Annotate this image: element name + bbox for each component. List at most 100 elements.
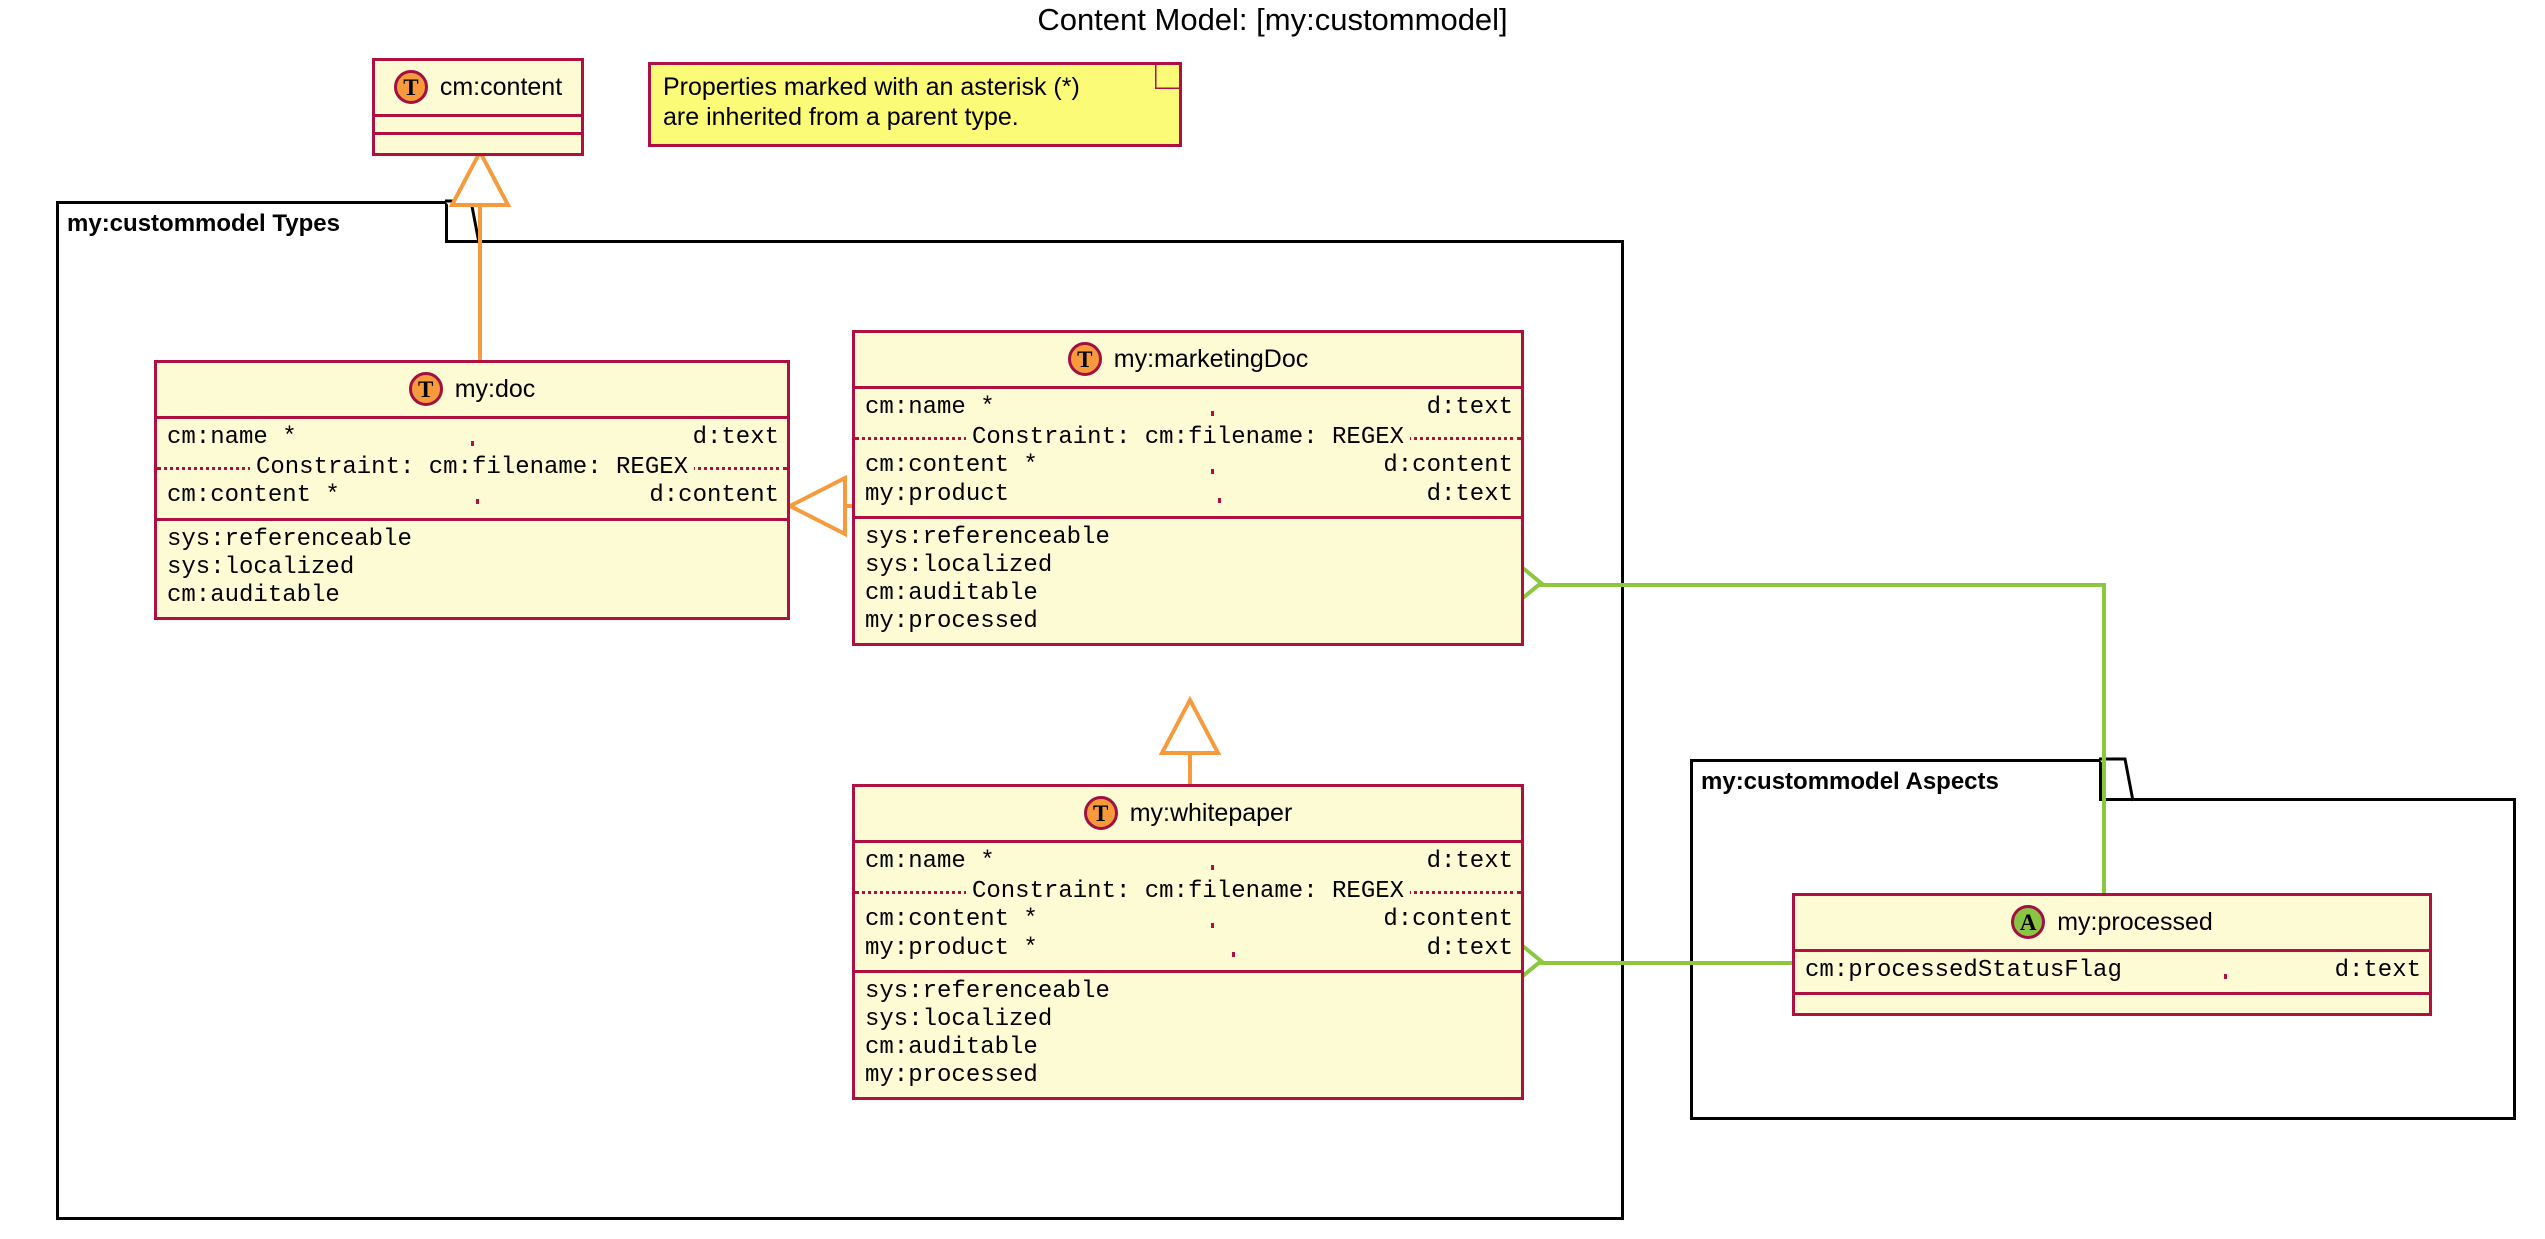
entity-my-marketingdoc-properties: cm:name * d:text Constraint: cm:filename… <box>855 389 1521 519</box>
property-divider <box>1217 497 1221 503</box>
property-name: cm:processedStatusFlag <box>1805 957 2122 984</box>
aspect-line: sys:referenceable <box>865 523 1110 551</box>
entity-my-whitepaper-properties: cm:name * d:text Constraint: cm:filename… <box>855 843 1521 973</box>
property-name: my:product <box>865 480 1010 508</box>
aspect-line: sys:localized <box>167 553 355 581</box>
property-name: cm:content * <box>865 452 1038 480</box>
package-aspects-tab-slant <box>2099 757 2135 802</box>
entity-my-whitepaper-aspects: sys:referenceable sys:localized cm:audit… <box>855 973 1521 1097</box>
entity-my-whitepaper-name: my:whitepaper <box>1129 798 1293 827</box>
property-divider <box>470 441 474 446</box>
property-name: my:product * <box>865 934 1038 962</box>
constraint-text: Constraint: cm:filename: REGEX <box>965 423 1411 451</box>
property-name: cm:content * <box>167 482 340 510</box>
entity-cm-content-header: T cm:content <box>375 61 581 117</box>
type-stereotype-icon: T <box>408 372 443 406</box>
package-aspects-label: my:custommodel Aspects <box>1701 767 1999 795</box>
package-aspects-tab: my:custommodel Aspects <box>1690 759 2102 801</box>
property-divider <box>476 499 480 505</box>
aspect-line: sys:localized <box>865 552 1053 580</box>
entity-my-processed-name: my:processed <box>2057 907 2213 936</box>
property-row: cm:name * d:text <box>855 394 1521 422</box>
package-types: my:custommodel Types <box>56 199 1624 1220</box>
entity-cm-content-name: cm:content <box>439 72 563 101</box>
page-title: Content Model: [my:custommodel] <box>1037 2 1508 37</box>
property-type: d:text <box>692 424 779 451</box>
property-type: d:content <box>1383 452 1513 480</box>
property-divider <box>1232 951 1236 957</box>
property-row: cm:content * d:content <box>855 906 1521 934</box>
property-row: my:product d:text <box>855 481 1521 509</box>
note-text: Properties marked with an asterisk (*) a… <box>663 73 1080 131</box>
entity-my-processed-aspects <box>1795 995 2429 1013</box>
aspect-line: sys:localized <box>865 1006 1053 1034</box>
aspect-line: cm:auditable <box>167 581 340 609</box>
entity-cm-content[interactable]: T cm:content <box>372 58 584 156</box>
inheritance-edge-marketingdoc-to-doc-h <box>790 504 856 508</box>
entity-cm-content-aspects <box>375 135 581 153</box>
aspect-line: my:processed <box>865 608 1038 636</box>
inheritance-edge-doc-to-content-v <box>478 152 482 362</box>
aspect-line: sys:referenceable <box>167 525 412 553</box>
entity-my-whitepaper[interactable]: T my:whitepaper cm:name * d:text Constra… <box>852 784 1524 1101</box>
aspect-line: cm:auditable <box>865 1034 1038 1062</box>
type-stereotype-icon: T <box>1067 342 1102 376</box>
property-row: cm:name * d:text <box>855 848 1521 876</box>
entity-my-marketingdoc-header: T my:marketingDoc <box>855 333 1521 389</box>
aggregation-edge-marketingdoc-h <box>1524 583 2106 587</box>
type-stereotype-icon: T <box>393 70 428 104</box>
package-types-label: my:custommodel Types <box>67 209 340 237</box>
constraint-row: Constraint: cm:filename: REGEX <box>855 422 1521 452</box>
property-name: cm:name * <box>865 394 995 421</box>
entity-my-whitepaper-header: T my:whitepaper <box>855 787 1521 843</box>
constraint-row: Constraint: cm:filename: REGEX <box>157 452 787 482</box>
entity-my-processed[interactable]: A my:processed cm:processedStatusFlag d:… <box>1792 893 2432 1017</box>
property-name: cm:name * <box>167 424 297 451</box>
entity-my-marketingdoc[interactable]: T my:marketingDoc cm:name * d:text Const… <box>852 330 1524 647</box>
entity-my-marketingdoc-aspects: sys:referenceable sys:localized cm:audit… <box>855 519 1521 643</box>
aspect-line: my:processed <box>865 1062 1038 1090</box>
constraint-text: Constraint: cm:filename: REGEX <box>965 877 1411 905</box>
entity-my-doc-name: my:doc <box>454 374 536 403</box>
constraint-text: Constraint: cm:filename: REGEX <box>249 453 695 481</box>
aspect-stereotype-icon: A <box>2011 905 2046 939</box>
entity-my-doc-header: T my:doc <box>157 363 787 419</box>
entity-my-doc-properties: cm:name * d:text Constraint: cm:filename… <box>157 419 787 521</box>
property-type: d:text <box>1426 848 1513 875</box>
note-fold-corner <box>1155 65 1179 89</box>
property-divider <box>1210 865 1214 870</box>
aggregation-edge-whitepaper-h <box>1524 961 1792 965</box>
entity-cm-content-properties <box>375 117 581 135</box>
entity-my-doc[interactable]: T my:doc cm:name * d:text Constraint: cm… <box>154 360 790 620</box>
constraint-row: Constraint: cm:filename: REGEX <box>855 876 1521 906</box>
property-type: d:content <box>1383 906 1513 934</box>
property-row: cm:content * d:content <box>157 482 787 510</box>
entity-my-processed-header: A my:processed <box>1795 896 2429 952</box>
entity-my-doc-aspects: sys:referenceable sys:localized cm:audit… <box>157 521 787 617</box>
package-types-tab: my:custommodel Types <box>56 201 448 243</box>
property-name: cm:content * <box>865 906 1038 934</box>
property-row: my:product * d:text <box>855 935 1521 963</box>
property-type: d:text <box>1426 934 1513 962</box>
property-type: d:text <box>1426 394 1513 421</box>
entity-my-processed-properties: cm:processedStatusFlag d:text <box>1795 952 2429 996</box>
property-type: d:text <box>1426 480 1513 508</box>
property-divider <box>1210 469 1214 475</box>
property-divider <box>2223 974 2227 979</box>
property-row: cm:processedStatusFlag d:text <box>1795 957 2429 985</box>
aspect-line: sys:referenceable <box>865 977 1110 1005</box>
package-types-tab-slant <box>445 199 481 244</box>
property-row: cm:content * d:content <box>855 452 1521 480</box>
inheritance-legend-note: Properties marked with an asterisk (*) a… <box>648 62 1182 147</box>
aspect-line: cm:auditable <box>865 580 1038 608</box>
property-name: cm:name * <box>865 848 995 875</box>
property-type: d:content <box>649 482 779 510</box>
property-type: d:text <box>2334 957 2421 984</box>
entity-my-marketingdoc-name: my:marketingDoc <box>1113 344 1309 373</box>
aggregation-edge-marketingdoc-v <box>2102 583 2106 903</box>
property-row: cm:name * d:text <box>157 424 787 452</box>
type-stereotype-icon: T <box>1083 796 1118 830</box>
property-divider <box>1210 923 1214 929</box>
property-divider <box>1210 411 1214 416</box>
